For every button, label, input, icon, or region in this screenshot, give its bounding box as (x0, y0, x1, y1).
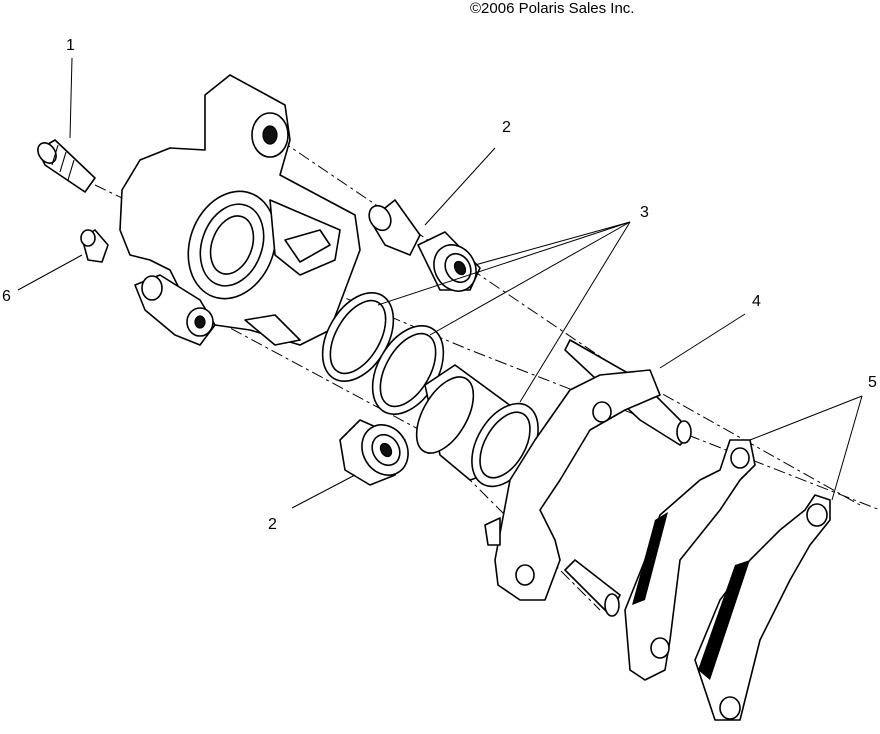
leader-3c (429, 221, 631, 336)
caliper-bracket (484, 339, 692, 617)
callout-2-top: 2 (502, 119, 511, 136)
leader-4 (659, 313, 746, 369)
callout-5: 5 (868, 374, 877, 391)
leader-1 (69, 57, 73, 139)
brake-pad-outer (694, 494, 831, 721)
callout-4: 4 (752, 293, 761, 310)
leader-5a (749, 395, 863, 441)
slide-pin-boot-upper (368, 199, 481, 292)
leader-2-top (424, 147, 496, 226)
bleeder-screw (37, 139, 96, 193)
slide-pin-boot-lower (339, 419, 409, 486)
leader-3b (377, 221, 631, 306)
callout-2-bottom: 2 (268, 516, 277, 533)
callout-1: 1 (66, 37, 75, 54)
leader-2-bottom (291, 474, 356, 509)
copyright-notice: ©2006 Polaris Sales Inc. (470, 0, 635, 17)
brake-pad-inner (624, 439, 756, 681)
piston-seals (321, 292, 445, 415)
leader-3a (474, 221, 631, 266)
callout-3: 3 (640, 204, 649, 221)
caliper-body (119, 74, 361, 346)
leader-5b (831, 395, 863, 501)
bleeder-cap (80, 229, 109, 263)
leader-3d (519, 221, 631, 403)
leader-6 (17, 254, 83, 291)
callout-6: 6 (2, 288, 11, 305)
